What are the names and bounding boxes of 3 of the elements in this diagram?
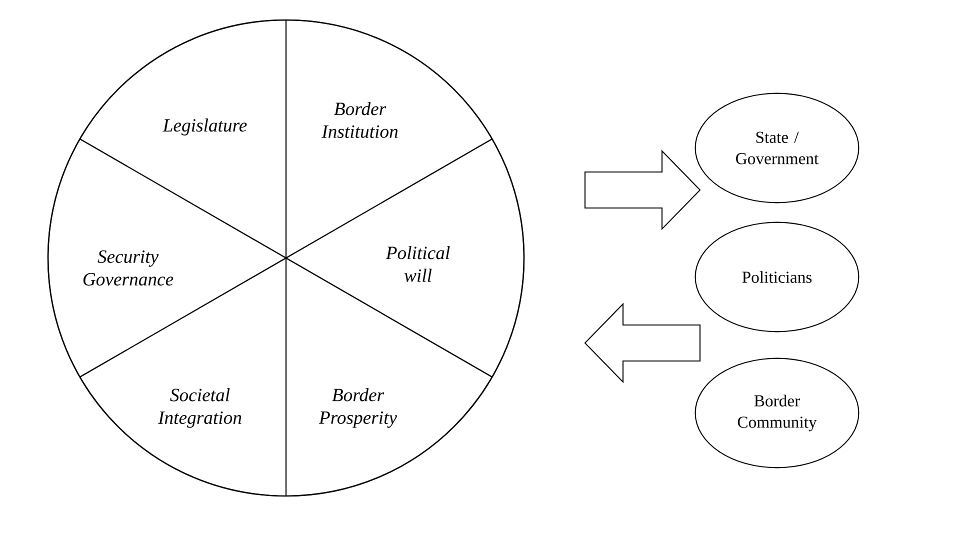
block-arrow [584,302,701,384]
block-arrow [584,150,701,230]
pie-circle [47,19,525,497]
